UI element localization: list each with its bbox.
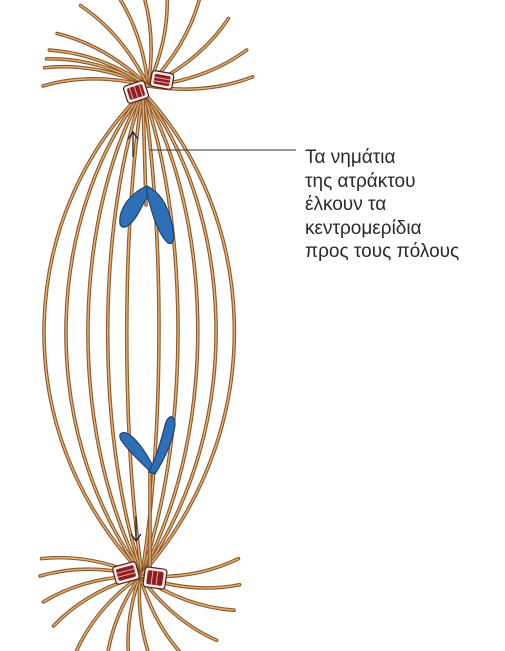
annotation-line-3: έλκουν τα — [305, 193, 505, 217]
spindle-fiber-highlight — [142, 92, 234, 574]
annotation-line-5: προς τους πόλους — [305, 240, 505, 264]
spindle-fibers — [44, 92, 234, 574]
annotation-line-2: της ατράκτου — [305, 170, 505, 194]
spindle-fiber — [142, 92, 234, 574]
spindle-fiber — [66, 92, 143, 574]
kinetochore-fibers — [143, 100, 150, 576]
spindle-annotation: Τα νημάτια της ατράκτου έλκουν τα κεντρο… — [305, 146, 505, 264]
annotation-line-4: κεντρομερίδια — [305, 217, 505, 241]
annotation-line-1: Τα νημάτια — [305, 146, 505, 170]
spindle-fiber — [127, 92, 143, 574]
spindle-fiber-highlight — [66, 92, 143, 574]
